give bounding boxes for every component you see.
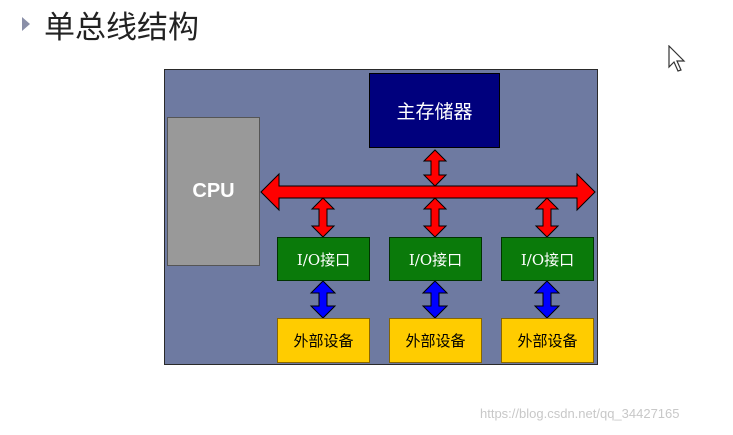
peripheral-device-box: 外部设备 xyxy=(277,318,370,363)
slide-title: 单总线结构 xyxy=(44,9,199,46)
memory-bus-link-arrow xyxy=(422,149,448,187)
bus-diagram: CPU 主存储器 I/O接口 I/O接口 I/O接口 外部设备 外部设备 外部设… xyxy=(164,69,598,365)
io1-bus-link-arrow xyxy=(310,197,336,238)
peripheral-device-box: 外部设备 xyxy=(389,318,482,363)
bullet-triangle-icon xyxy=(22,17,30,31)
peripheral-device-box: 外部设备 xyxy=(501,318,594,363)
io-interface-box: I/O接口 xyxy=(501,237,594,281)
system-bus-arrow xyxy=(260,172,596,212)
io2-bus-link-arrow xyxy=(422,197,448,238)
bus-arrows xyxy=(260,149,596,319)
watermark: https://blog.csdn.net/qq_34427165 xyxy=(480,406,680,421)
io3-bus-link-arrow xyxy=(534,197,560,238)
cpu-box: CPU xyxy=(167,117,260,266)
io-interface-box: I/O接口 xyxy=(277,237,370,281)
device1-link-arrow xyxy=(309,280,337,319)
device2-link-arrow xyxy=(421,280,449,319)
mouse-pointer-icon xyxy=(668,45,686,72)
device3-link-arrow xyxy=(533,280,561,319)
io-interface-box: I/O接口 xyxy=(389,237,482,281)
slide-title-row: 单总线结构 xyxy=(22,4,199,46)
memory-box: 主存储器 xyxy=(369,73,500,148)
